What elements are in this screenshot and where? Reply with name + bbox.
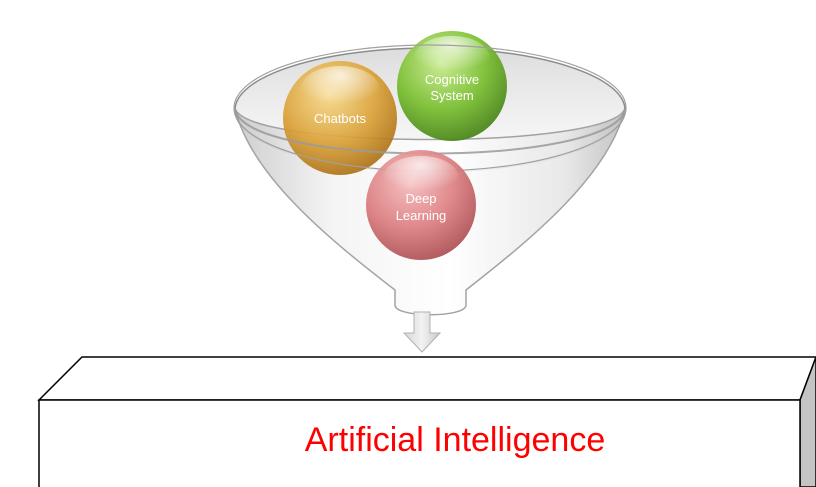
ball-deep-learning-label-line-2: Learning [396, 208, 447, 223]
down-arrow-icon [402, 311, 442, 353]
ball-chatbots-label: Chatbots [314, 111, 367, 126]
result-box-top-face [37, 356, 816, 401]
ball-cognitive-system-shine [414, 36, 490, 80]
ball-cognitive-system: Cognitive System [397, 31, 507, 141]
ball-cognitive-system-label-line-1: Cognitive [425, 72, 479, 87]
ball-chatbots: Chatbots [283, 61, 397, 175]
ball-deep-learning-label-line-1: Deep [405, 191, 436, 206]
result-box-front-face [38, 399, 801, 487]
ball-deep-learning-shine [383, 156, 459, 200]
ball-deep-learning: Deep Learning [366, 150, 476, 260]
ball-cognitive-system-label-line-2: System [430, 88, 473, 103]
result-label: Artificial Intelligence [305, 421, 605, 459]
ball-chatbots-shine [300, 66, 380, 114]
